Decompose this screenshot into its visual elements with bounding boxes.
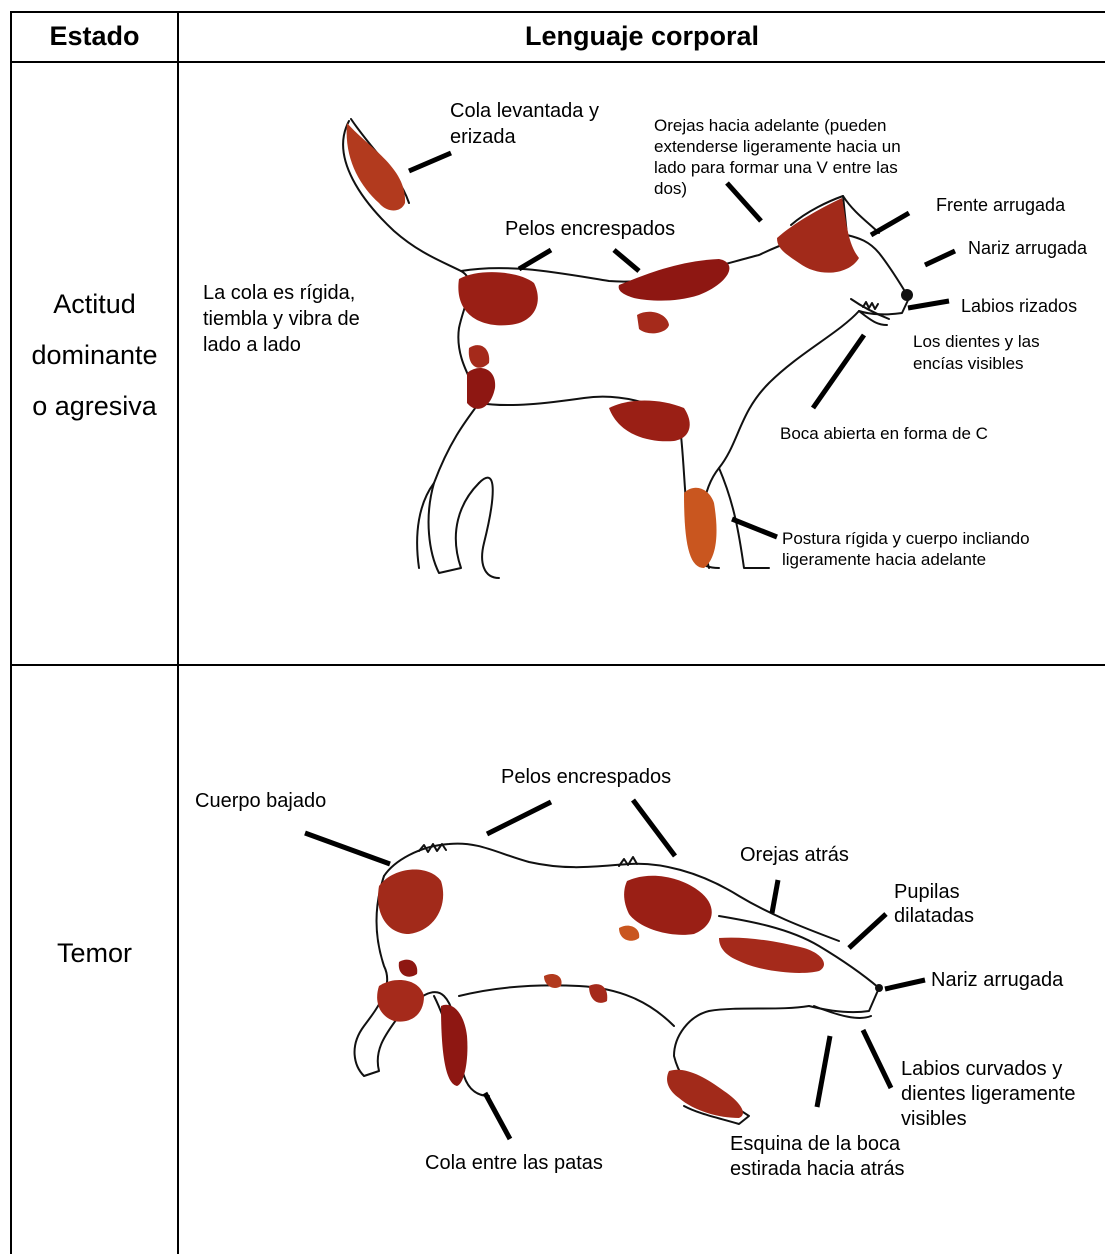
dominant-dog-diagram: Cola levantada y erizada Orejas hacia ad… [179,63,1105,664]
label-frente-arrugada: Frente arrugada [936,195,1066,215]
label-cola-rigida-line-1: La cola es rígida, [203,282,355,304]
label-dientes-line-2: encías visibles [913,354,1024,373]
label-postura-line-2: ligeramente hacia adelante [782,550,986,569]
label-labios-curvados: Labios curvados y dientes ligeramente vi… [901,1058,1081,1130]
label-cola-levantada-line-1: Cola levantada y [450,100,599,122]
label-nariz-arrugada: Nariz arrugada [931,969,1064,991]
state-dominant-line-3: o agresiva [12,381,177,432]
shoulder-patch-1 [469,345,489,368]
label-esquina-line-2: estirada hacia atrás [730,1158,905,1180]
label-postura-line-1: Postura rígida y cuerpo incliando [782,529,1030,548]
label-labios-rizados: Labios rizados [961,296,1077,316]
flank-patch [589,984,607,1003]
label-labios-line-2: dientes ligeramente [901,1083,1076,1105]
label-orejas-line-3: lado para formar una V entre las [654,158,898,177]
shoulder-patch-small [619,926,639,941]
label-orejas-line-4: dos) [654,179,687,198]
ear-patch [719,938,824,973]
label-dientes-line-1: Los dientes y las [913,332,1040,351]
label-cola-rigida-line-3: lado a lado [203,334,301,356]
nose [875,984,883,992]
label-dientes-encias: Los dientes y las encías visibles [913,332,1044,373]
shoulder-patch [624,876,712,935]
back-patch-1 [458,272,537,325]
hip-patch-2 [377,980,424,1022]
state-dominant-line-2: dominante [12,330,177,381]
label-orejas-adelante: Orejas hacia adelante (pueden extenderse… [654,116,905,198]
state-dominant-line-1: Actitud [12,279,177,330]
fear-dog-diagram: Pelos encrespados Cuerpo bajado Orejas a… [179,666,1105,1254]
hip-patch-1 [399,960,417,977]
chest-patch [609,401,690,442]
label-postura-rigida: Postura rígida y cuerpo incliando ligera… [782,529,1034,569]
paw-patch [667,1070,743,1118]
table-border-left [10,11,12,1254]
label-pelos-encrespados: Pelos encrespados [505,218,675,240]
label-orejas-line-1: Orejas hacia adelante (pueden [654,116,887,135]
nose [901,289,913,301]
ear-patch [777,198,859,273]
label-cola-levantada: Cola levantada y erizada [450,100,605,148]
header-lenguaje-corporal: Lenguaje corporal [179,11,1105,61]
label-cola-rigida: La cola es rígida, tiembla y vibra de la… [203,282,365,356]
fear-dog-illustration: Pelos encrespados Cuerpo bajado Orejas a… [195,766,1081,1180]
label-esquina-boca: Esquina de la boca estirada hacia atrás [730,1133,906,1180]
label-labios-line-1: Labios curvados y [901,1058,1062,1080]
leg-patch [684,488,717,568]
label-pupilas-line-2: dilatadas [894,905,974,927]
label-cola-entre-patas: Cola entre las patas [425,1152,603,1174]
label-cola-levantada-line-2: erizada [450,126,516,148]
label-boca-abierta: Boca abierta en forma de C [780,424,988,443]
dominant-dog-illustration: Cola levantada y erizada Orejas hacia ad… [203,100,1088,578]
label-cola-rigida-line-2: tiembla y vibra de [203,308,360,330]
shoulder-patch-2 [467,368,495,409]
tail-patch [441,1005,467,1086]
label-esquina-line-1: Esquina de la boca [730,1133,901,1155]
label-pupilas-line-1: Pupilas [894,881,960,903]
label-pupilas-dilatadas: Pupilas dilatadas [894,881,974,927]
label-cuerpo-bajado: Cuerpo bajado [195,790,326,812]
state-fear-line-1: Temor [12,928,177,979]
state-fear: Temor [12,928,177,979]
header-estado: Estado [12,11,177,61]
state-dominant: Actitud dominante o agresiva [12,279,177,432]
label-orejas-atras: Orejas atrás [740,844,849,866]
label-nariz-arrugada: Nariz arrugada [968,238,1088,258]
label-pelos-encrespados: Pelos encrespados [501,766,671,788]
label-labios-line-3: visibles [901,1108,967,1130]
tail-patch [347,123,405,211]
label-orejas-line-2: extenderse ligeramente hacia un [654,137,901,156]
side-patch [637,312,669,334]
haunch-patch [378,870,443,934]
